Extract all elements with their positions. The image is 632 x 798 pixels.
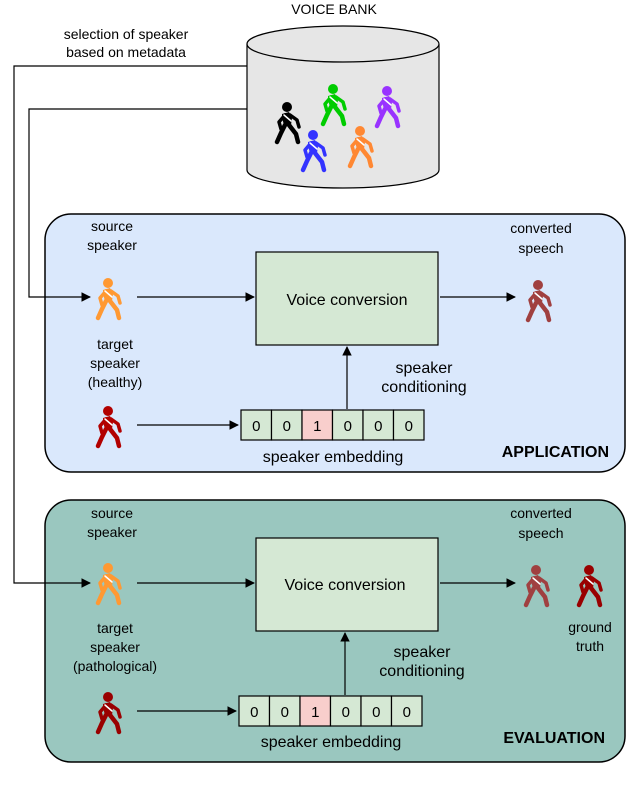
embedding-cell (301, 409, 334, 441)
eval-embedding-label: speaker embedding (261, 734, 402, 751)
eval-conditioning-line1: speaker (394, 644, 452, 661)
application-title: APPLICATION (502, 444, 609, 461)
app-source-label-line1: source (91, 218, 133, 234)
app-conditioning-line2: conditioning (381, 379, 466, 396)
embedding-cell (270, 409, 303, 441)
app-target-label-line1: target (97, 336, 133, 352)
eval-converted-label-line2: speech (518, 525, 563, 541)
embedding-cell-value: 0 (344, 418, 352, 435)
eval-target-label-line3: (pathological) (73, 658, 157, 674)
embedding-cell-value: 1 (313, 418, 321, 435)
app-target-label-line2: speaker (90, 355, 140, 371)
app-target-label-line3: (healthy) (88, 374, 142, 390)
app-conditioning-line1: speaker (396, 360, 454, 377)
eval-converted-label-line1: converted (510, 505, 571, 521)
bank-to-app-connector (28, 108, 247, 302)
embedding-cell-value: 0 (403, 704, 411, 721)
embedding-cell-value: 1 (311, 704, 319, 721)
eval-voice-conversion-label: Voice conversion (285, 577, 406, 594)
eval-source-label-line2: speaker (87, 524, 137, 540)
embedding-cell-value: 0 (372, 704, 380, 721)
embedding-cell-value: 0 (405, 418, 413, 435)
eval-ground-truth-line1: ground (568, 619, 612, 635)
embedding-cell-value: 0 (374, 418, 382, 435)
embedding-cell (331, 409, 364, 441)
app-speaker-embedding: 0 0 1 0 0 0 (240, 409, 425, 441)
embedding-cell-value: 0 (250, 704, 258, 721)
embedding-cell-value: 0 (252, 418, 260, 435)
eval-target-label-line2: speaker (90, 639, 140, 655)
eval-speaker-embedding: 0 0 1 0 0 0 (238, 695, 423, 727)
selection-label-line1: selection of speaker (64, 26, 189, 42)
eval-target-label-line1: target (97, 620, 133, 636)
embedding-cell (299, 695, 332, 727)
voice-bank-title: VOICE BANK (291, 1, 377, 17)
bank-to-eval-connector (13, 65, 247, 588)
app-source-label-line2: speaker (87, 237, 137, 253)
selection-label-line2: based on metadata (66, 44, 186, 60)
embedding-cell (329, 695, 362, 727)
embedding-cell (362, 409, 395, 441)
eval-voice-conversion-box (255, 537, 439, 632)
embedding-cell-value: 0 (281, 704, 289, 721)
embedding-cell (238, 695, 271, 727)
app-converted-label-line1: converted (510, 220, 571, 236)
evaluation-title: EVALUATION (503, 730, 605, 747)
app-converted-label-line2: speech (518, 240, 563, 256)
app-embedding-label: speaker embedding (263, 449, 404, 466)
app-voice-conversion-box (255, 251, 439, 346)
embedding-cell (390, 695, 423, 727)
embedding-cell (392, 409, 425, 441)
eval-ground-truth-line2: truth (576, 638, 604, 654)
embedding-cell-value: 0 (283, 418, 291, 435)
eval-conditioning-line2: conditioning (379, 663, 464, 680)
app-voice-conversion-label: Voice conversion (287, 292, 408, 309)
eval-source-label-line1: source (91, 505, 133, 521)
embedding-cell-value: 0 (342, 704, 350, 721)
